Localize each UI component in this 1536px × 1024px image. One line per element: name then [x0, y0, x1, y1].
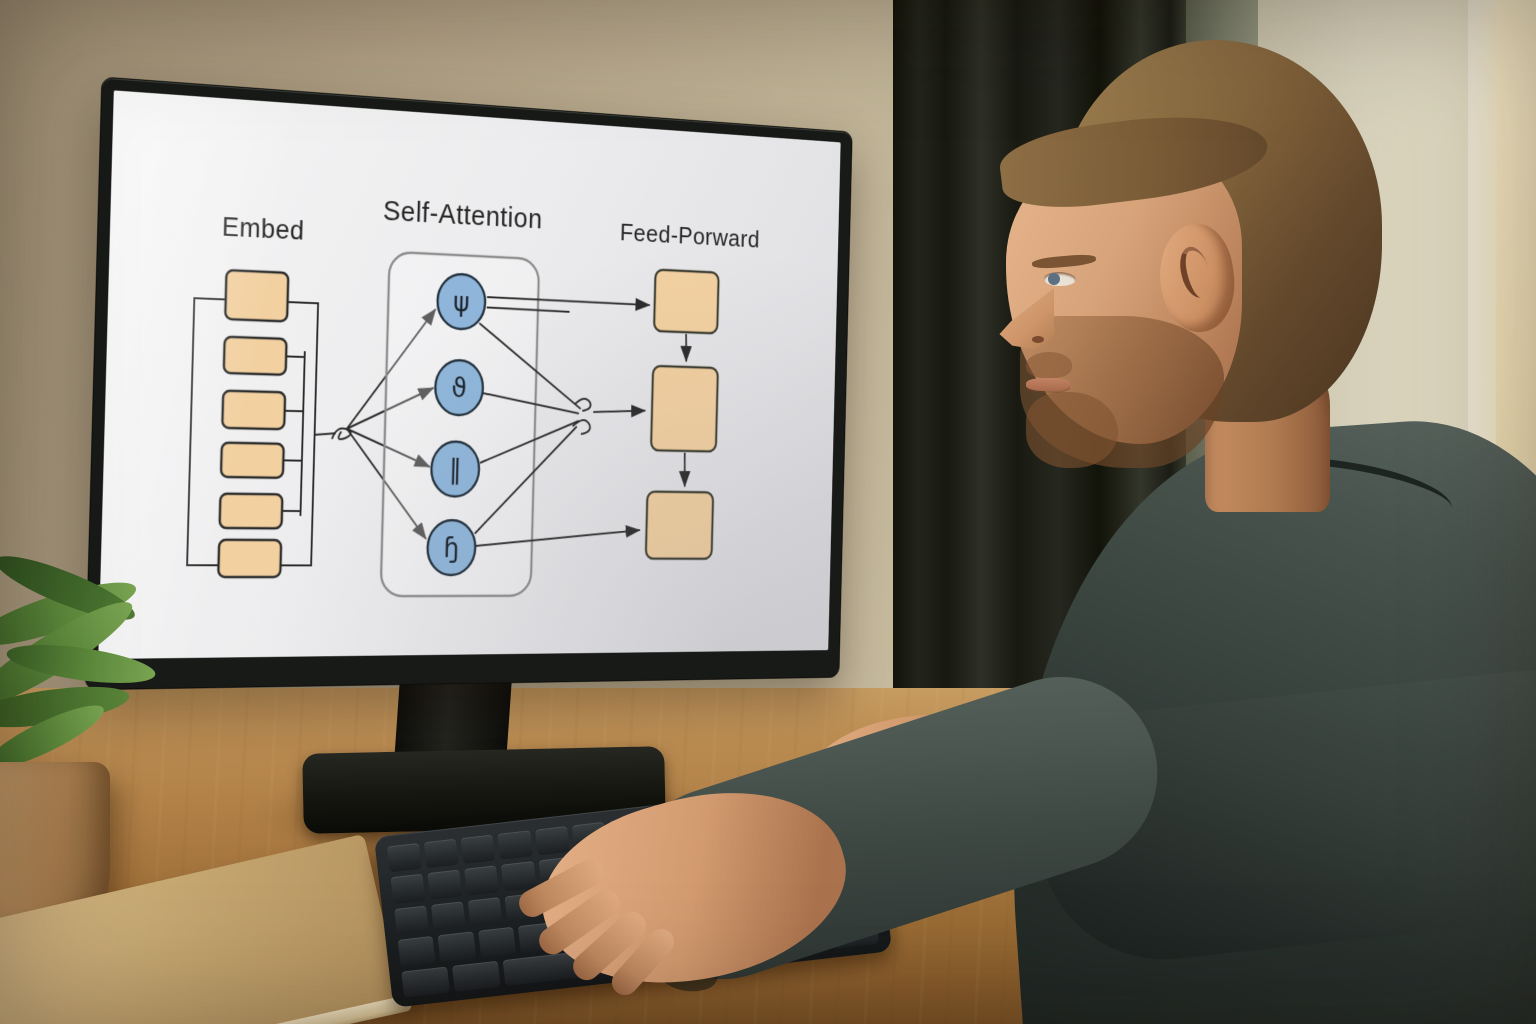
person-lips [1026, 378, 1070, 391]
person-eye [1044, 272, 1076, 286]
attention-node [435, 359, 484, 415]
transformer-diagram: ψ ϑ ‖ ɧ [98, 90, 840, 659]
fanout-arrow [347, 385, 434, 430]
person-iris [1048, 273, 1060, 285]
keyboard-key [387, 842, 422, 873]
person-nostril [1032, 336, 1044, 343]
keyboard-key [451, 960, 501, 992]
keyboard-key [464, 865, 500, 896]
attention-node [427, 520, 476, 575]
fanout-arrow [346, 429, 431, 467]
feedforward-box [646, 492, 713, 559]
converge-line [477, 323, 583, 409]
embed-box [225, 270, 288, 321]
monitor: ψ ϑ ‖ ɧ Embed Self-Attention Feed-Porward [85, 76, 853, 690]
embed-bus-line [300, 351, 304, 516]
keyboard-key [427, 869, 463, 900]
knot-squiggle [332, 428, 351, 439]
attention-node-glyph: ‖ [449, 454, 462, 486]
converge-line [475, 424, 577, 534]
keyboard-key [497, 830, 533, 861]
embed-box [224, 337, 287, 375]
attention-container [381, 252, 540, 596]
keyboard-key [477, 927, 516, 958]
keyboard-key [401, 966, 450, 998]
knot-squiggle [575, 398, 591, 411]
ear-fold [1175, 243, 1216, 301]
attention-node-glyph: ψ [453, 286, 470, 318]
keyboard-key [431, 901, 467, 931]
embed-outer-frame [187, 298, 318, 565]
self-attention-label: Self-Attention [382, 195, 543, 236]
feed-forward-label: Feed-Porward [619, 217, 761, 254]
keyboard-key [437, 931, 476, 962]
attention-node [431, 441, 480, 497]
knot-to-ff-arrow [593, 409, 645, 413]
keyboard-key [423, 838, 459, 869]
keyboard-key [390, 874, 426, 904]
embed-label: Embed [221, 211, 305, 246]
keyboard-key [394, 905, 430, 936]
keyboard-key [460, 834, 496, 865]
feedforward-box [654, 270, 719, 334]
embed-to-knot-line [315, 433, 336, 435]
person-mustache [1026, 352, 1072, 378]
attention-node-glyph: ϑ [451, 372, 467, 404]
attention-node [437, 273, 486, 330]
keyboard-key [501, 861, 537, 892]
fanout-arrow [347, 306, 436, 431]
person-chin-beard [1026, 392, 1118, 468]
monitor-screen: ψ ϑ ‖ ɧ Embed Self-Attention Feed-Porward [98, 90, 840, 659]
embed-box [221, 443, 284, 478]
converge-line [482, 393, 579, 413]
feedforward-box [651, 366, 718, 452]
embed-stub-line [286, 356, 305, 357]
node-to-ff-arrow [487, 297, 650, 305]
embed-box [222, 391, 285, 430]
embed-box [220, 494, 283, 529]
ff-chain-arrow [684, 453, 686, 487]
ff-chain-arrow [685, 334, 687, 361]
parallel-line [487, 307, 570, 311]
embed-box [218, 540, 281, 577]
knot-squiggle [572, 420, 590, 434]
fanout-arrow [344, 429, 429, 539]
keyboard-key [534, 826, 570, 856]
node-to-ff-arrow [476, 529, 640, 547]
notebook-page-edges [0, 994, 413, 1024]
keyboard-key [467, 896, 503, 927]
converge-line [480, 419, 579, 465]
attention-node-glyph: ɧ [443, 532, 460, 564]
keyboard-key [397, 936, 436, 967]
